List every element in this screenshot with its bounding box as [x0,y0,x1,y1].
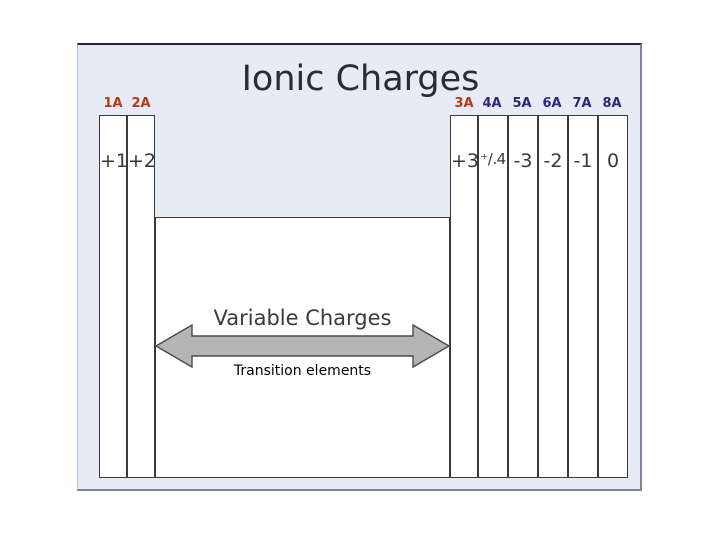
column-2a[interactable]: +2 [127,115,157,478]
transition-elements-label: Transition elements [233,363,372,379]
group-label-1a: 1A [103,96,123,111]
variable-charges-label: Variable Charges [213,306,392,330]
charge-value-5a: -3 [513,150,533,172]
charge-value-2a: +2 [128,150,157,172]
column-7a[interactable]: -1 [568,115,598,478]
column-3a[interactable]: +3 [450,115,480,478]
group-label-2a: 2A [131,96,151,111]
group-label-7a: 7A [572,96,592,111]
charge-value-4a: ⁺/.4 [480,150,506,168]
charge-value-3a: +3 [451,150,480,172]
group-label-4a: 4A [482,96,502,111]
group-label-5a: 5A [512,96,532,111]
column-1a[interactable]: +1 [99,115,129,478]
group-label-3a: 3A [454,96,474,111]
charge-value-8a: 0 [606,150,620,172]
charge-value-6a: -2 [543,150,563,172]
double-headed-arrow [152,322,453,370]
group-label-6a: 6A [542,96,562,111]
charge-value-7a: -1 [573,150,593,172]
page-title: Ionic Charges [241,59,480,99]
column-8a[interactable]: 0 [598,115,628,478]
group-label-8a: 8A [602,96,622,111]
column-5a[interactable]: -3 [508,115,538,478]
column-6a[interactable]: -2 [538,115,568,478]
charge-value-1a: +1 [100,150,129,172]
column-4a[interactable]: ⁺/.4 [478,115,508,478]
